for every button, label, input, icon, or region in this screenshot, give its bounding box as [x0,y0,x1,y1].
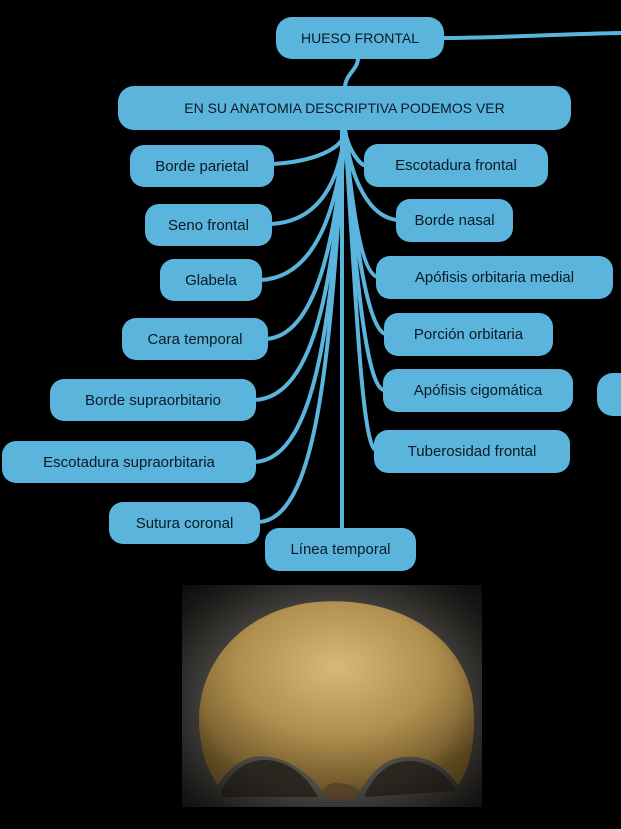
root-node[interactable]: HUESO FRONTAL [276,17,444,59]
node-seno-frontal[interactable]: Seno frontal [145,204,272,246]
node-label: Tuberosidad frontal [407,443,537,460]
node-label: Escotadura supraorbitaria [43,453,215,471]
node-offscreen-stub[interactable] [597,373,621,416]
node-label: Borde supraorbitario [85,391,221,409]
node-apofisis-orbitaria-medial[interactable]: Apófisis orbitaria medial [376,256,613,299]
node-label: Línea temporal [290,541,391,558]
node-label: Escotadura frontal [395,157,517,174]
node-label: Glabela [185,271,237,289]
node-label: Seno frontal [168,216,249,234]
connector-sutura-coronal [256,128,347,524]
node-apofisis-cigomatica[interactable]: Apófisis cigomática [383,369,573,412]
connector-borde-parietal [270,128,347,166]
root-label: HUESO FRONTAL [301,30,419,46]
main-topic-label: EN SU ANATOMIA DESCRIPTIVA PODEMOS VER [184,100,505,116]
node-borde-supraorbitario[interactable]: Borde supraorbitario [50,379,256,421]
node-label: Porción orbitaria [413,326,524,343]
node-cara-temporal[interactable]: Cara temporal [122,318,268,360]
node-glabela[interactable]: Glabela [160,259,262,301]
node-borde-parietal[interactable]: Borde parietal [130,145,274,187]
node-tuberosidad-frontal[interactable]: Tuberosidad frontal [374,430,570,473]
node-sutura-coronal[interactable]: Sutura coronal [109,502,260,544]
skull-illustration [182,585,482,807]
root-main-connector [343,56,360,90]
node-label: Borde parietal [155,157,249,175]
connector-tuberosidad-frontal [343,128,378,452]
node-label: Sutura coronal [135,514,234,532]
node-label: Borde nasal [414,212,495,229]
node-label: Apófisis cigomática [413,382,543,399]
frontal-bone-image [182,585,482,807]
node-linea-temporal[interactable]: Línea temporal [265,528,416,571]
root-offscreen-connector [438,31,621,40]
main-topic-node[interactable]: EN SU ANATOMIA DESCRIPTIVA PODEMOS VER [118,86,571,130]
node-label: Apófisis orbitaria medial [414,269,575,286]
node-label: Cara temporal [147,330,243,348]
node-escotadura-frontal[interactable]: Escotadura frontal [364,144,548,187]
node-escotadura-supraorbitaria[interactable]: Escotadura supraorbitaria [2,441,256,483]
node-porcion-orbitaria[interactable]: Porción orbitaria [384,313,553,356]
node-borde-nasal[interactable]: Borde nasal [396,199,513,242]
